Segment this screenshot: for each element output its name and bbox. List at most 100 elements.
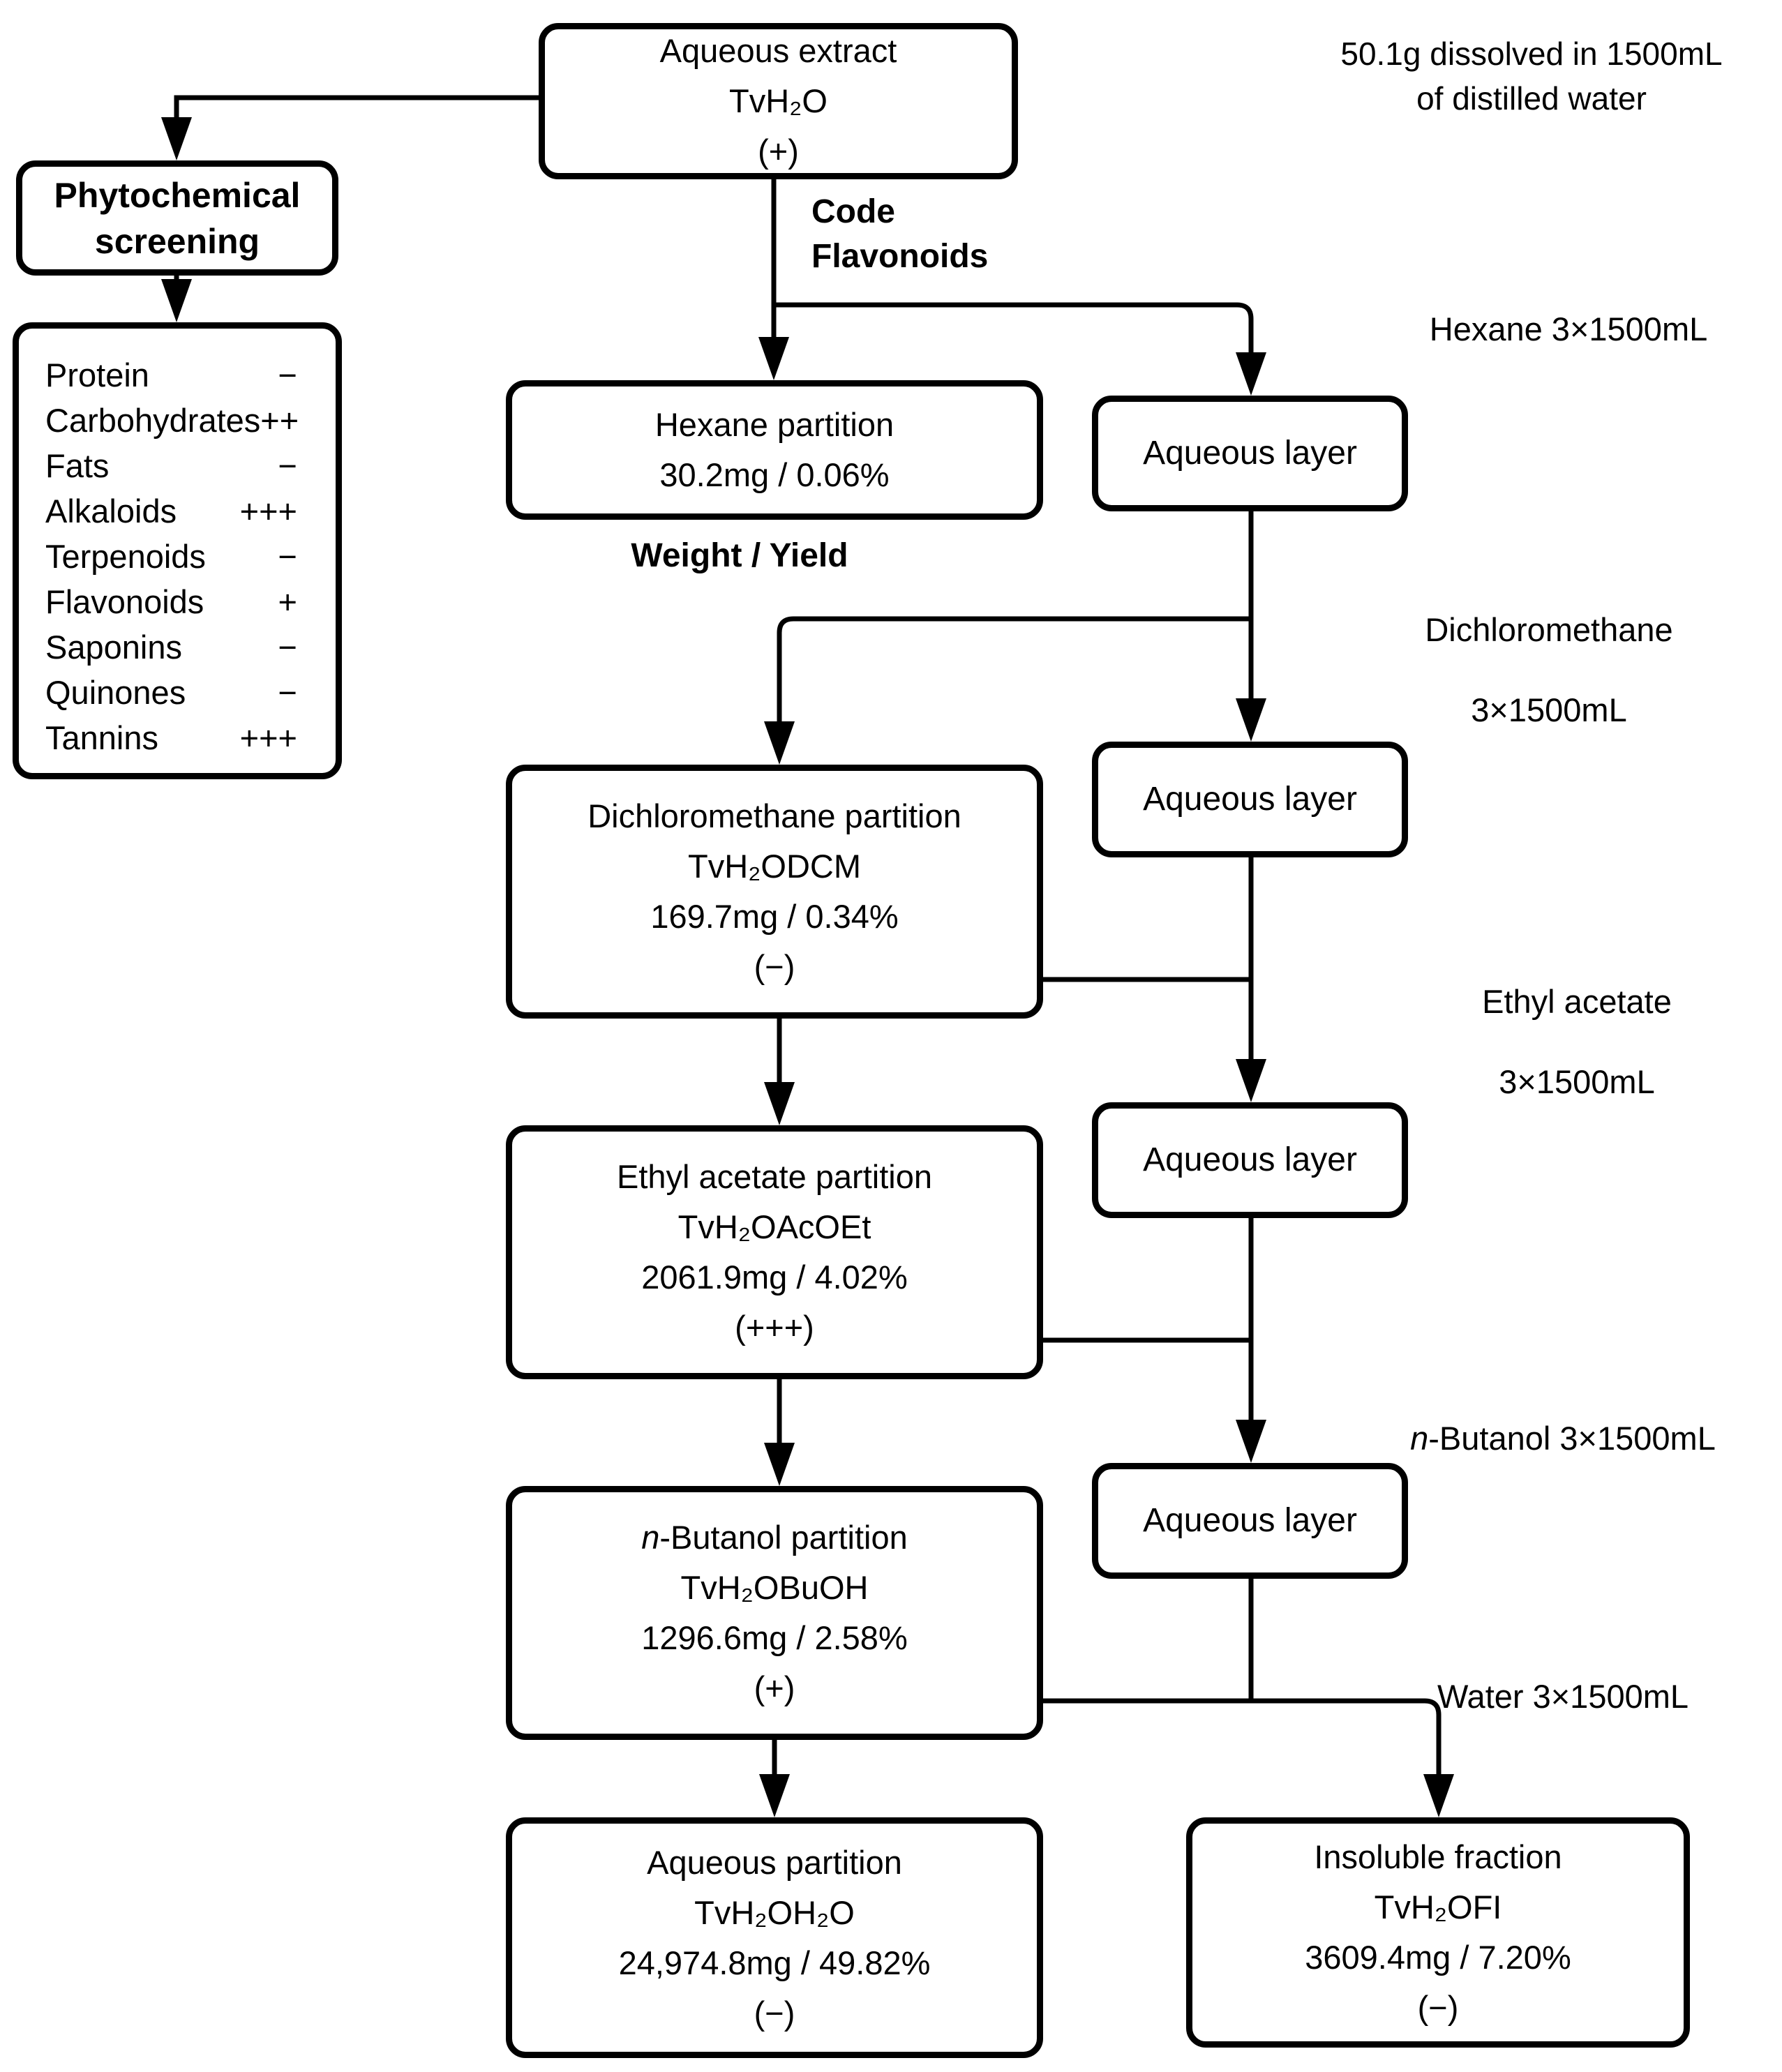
node-aqueous-layer-4: Aqueous layer bbox=[1092, 1463, 1408, 1579]
dcm-partition-yield: 169.7mg / 0.34% bbox=[650, 898, 899, 935]
node-n-butanol-partition: n-Butanol partition TvH₂OBuOH 1296.6mg /… bbox=[506, 1486, 1043, 1740]
aqp-partition-yield: 24,974.8mg / 49.82% bbox=[618, 1944, 931, 1981]
dcm-label-line1: Dichloromethane bbox=[1425, 611, 1673, 648]
hexane-partition-yield: 30.2mg / 0.06% bbox=[659, 456, 890, 493]
dissolution-note-line1: 50.1g dissolved in 1500mL bbox=[1340, 36, 1723, 72]
dcm-flavonoid-sign: (−) bbox=[754, 948, 795, 985]
aqueous-layer-label: Aqueous layer bbox=[1143, 435, 1357, 472]
arrowhead-aqlayer3 bbox=[1236, 1059, 1266, 1102]
node-aqueous-layer-2: Aqueous layer bbox=[1092, 742, 1408, 857]
ea-flavonoid-sign: (+++) bbox=[735, 1309, 814, 1346]
node-ethyl-acetate-partition: Ethyl acetate partition TvH₂OAcOEt 2061.… bbox=[506, 1125, 1043, 1379]
screening-results-list: Protein − Carbohydrates ++ Fats − Alkalo… bbox=[19, 329, 336, 760]
connector-split-to-insol bbox=[1251, 1698, 1442, 1777]
nb-italic-n: n bbox=[641, 1519, 660, 1556]
nb-partition-name: n-Butanol partition bbox=[641, 1512, 907, 1563]
solvent-label-hexane: Hexane 3×1500mL bbox=[1429, 310, 1708, 347]
code-flavonoids-label: Code Flavonoids bbox=[811, 190, 988, 279]
extract-flavonoid-sign: (+) bbox=[758, 133, 799, 170]
phyto-title-line1: Phytochemical bbox=[54, 175, 301, 215]
dcm-label-line2: 3×1500mL bbox=[1471, 691, 1627, 728]
screening-value: − bbox=[278, 628, 297, 666]
solvent-label-ethyl-acetate: Ethyl acetate 3×1500mL bbox=[1395, 961, 1758, 1122]
screening-row-protein: Protein − bbox=[19, 352, 336, 398]
nb-name-rest: -Butanol partition bbox=[659, 1519, 908, 1556]
screening-value: − bbox=[278, 673, 297, 711]
screening-label: Carbohydrates bbox=[45, 401, 261, 439]
arrowhead-aqlayer2 bbox=[1236, 698, 1266, 742]
dissolution-note-line2: of distilled water bbox=[1416, 80, 1647, 117]
screening-label: Alkaloids bbox=[45, 492, 177, 530]
connector-branch-to-aqlayer1 bbox=[774, 302, 1254, 355]
screening-label: Flavonoids bbox=[45, 583, 204, 620]
screening-row-alkaloids: Alkaloids +++ bbox=[19, 488, 336, 534]
screening-label: Tannins bbox=[45, 719, 158, 756]
node-aqueous-layer-3: Aqueous layer bbox=[1092, 1102, 1408, 1218]
aqueous-layer-label: Aqueous layer bbox=[1143, 1502, 1357, 1539]
screening-label: Quinones bbox=[45, 673, 186, 711]
arrowhead-aqp bbox=[759, 1774, 790, 1817]
screening-value: − bbox=[278, 446, 297, 484]
aqp-partition-code: TvH₂OH₂O bbox=[694, 1893, 855, 1931]
screening-value: − bbox=[278, 537, 297, 575]
screening-label: Saponins bbox=[45, 628, 182, 666]
nb-partition-yield: 1296.6mg / 2.58% bbox=[641, 1619, 908, 1656]
aqueous-layer-label: Aqueous layer bbox=[1143, 1141, 1357, 1178]
dcm-partition-code: TvH₂ODCM bbox=[688, 848, 861, 885]
screening-value: +++ bbox=[239, 719, 297, 756]
node-phytochemical-screening: Phytochemical screening bbox=[16, 160, 338, 276]
arrowhead-aqlayer4 bbox=[1236, 1420, 1266, 1463]
screening-row-saponins: Saponins − bbox=[19, 624, 336, 670]
arrowhead-nb bbox=[764, 1443, 795, 1486]
extract-name: Aqueous extract bbox=[659, 32, 897, 69]
screening-value: − bbox=[278, 356, 297, 393]
arrowhead-ea bbox=[764, 1082, 795, 1125]
screening-value: +++ bbox=[239, 492, 297, 530]
code-label-line1: Code bbox=[811, 193, 895, 230]
screening-row-carbohydrates: Carbohydrates ++ bbox=[19, 398, 336, 443]
nb-flavonoid-sign: (+) bbox=[754, 1669, 795, 1706]
ea-partition-code: TvH₂OAcOEt bbox=[677, 1208, 871, 1245]
screening-row-fats: Fats − bbox=[19, 443, 336, 488]
nb-partition-code: TvH₂OBuOH bbox=[680, 1569, 869, 1606]
screening-row-flavonoids: Flavonoids + bbox=[19, 579, 336, 624]
node-dichloromethane-partition: Dichloromethane partition TvH₂ODCM 169.7… bbox=[506, 765, 1043, 1019]
node-insoluble-fraction: Insoluble fraction TvH₂OFI 3609.4mg / 7.… bbox=[1186, 1817, 1690, 2048]
node-aqueous-partition: Aqueous partition TvH₂OH₂O 24,974.8mg / … bbox=[506, 1817, 1043, 2058]
phyto-title-line2: screening bbox=[94, 221, 260, 261]
nb-label-rest: -Butanol 3×1500mL bbox=[1428, 1420, 1716, 1457]
arrowhead-insol bbox=[1423, 1774, 1454, 1817]
arrowhead-screening bbox=[161, 279, 192, 322]
nb-label-italic-n: n bbox=[1410, 1420, 1429, 1457]
dcm-partition-name: Dichloromethane partition bbox=[587, 797, 961, 834]
hexane-partition-name: Hexane partition bbox=[654, 406, 894, 443]
ea-label-line1: Ethyl acetate bbox=[1482, 983, 1672, 1020]
solvent-label-n-butanol: n-Butanol 3×1500mL bbox=[1368, 1416, 1758, 1461]
solvent-label-water: Water 3×1500mL bbox=[1437, 1678, 1689, 1715]
arrowhead-dcm bbox=[764, 721, 795, 765]
screening-value: + bbox=[278, 583, 297, 620]
aqueous-layer-label: Aqueous layer bbox=[1143, 781, 1357, 818]
aqp-partition-name: Aqueous partition bbox=[647, 1843, 902, 1881]
insol-fraction-code: TvH₂OFI bbox=[1374, 1889, 1502, 1925]
screening-row-quinones: Quinones − bbox=[19, 670, 336, 715]
node-aqueous-extract: Aqueous extract TvH₂O (+) bbox=[539, 23, 1018, 179]
insol-fraction-name: Insoluble fraction bbox=[1314, 1838, 1562, 1875]
screening-label: Protein bbox=[45, 356, 149, 393]
arrowhead-aqlayer1 bbox=[1236, 352, 1266, 396]
code-label-line2: Flavonoids bbox=[811, 238, 989, 275]
node-hexane-partition: Hexane partition 30.2mg / 0.06% bbox=[506, 380, 1043, 520]
insol-flavonoid-sign: (−) bbox=[1417, 1989, 1459, 2026]
arrowhead-phyto bbox=[161, 117, 192, 160]
connector-extract-to-phyto bbox=[174, 95, 539, 120]
screening-row-tannins: Tannins +++ bbox=[19, 715, 336, 760]
solvent-label-dichloromethane: Dichloromethane 3×1500mL bbox=[1368, 590, 1730, 750]
ea-partition-name: Ethyl acetate partition bbox=[617, 1158, 932, 1195]
insol-fraction-yield: 3609.4mg / 7.20% bbox=[1305, 1939, 1571, 1976]
screening-value: ++ bbox=[260, 401, 299, 439]
ea-label-line2: 3×1500mL bbox=[1499, 1063, 1655, 1100]
arrowhead-hexane bbox=[758, 337, 789, 380]
aqp-flavonoid-sign: (−) bbox=[754, 1994, 795, 2032]
weight-yield-label: Weight / Yield bbox=[631, 537, 848, 574]
